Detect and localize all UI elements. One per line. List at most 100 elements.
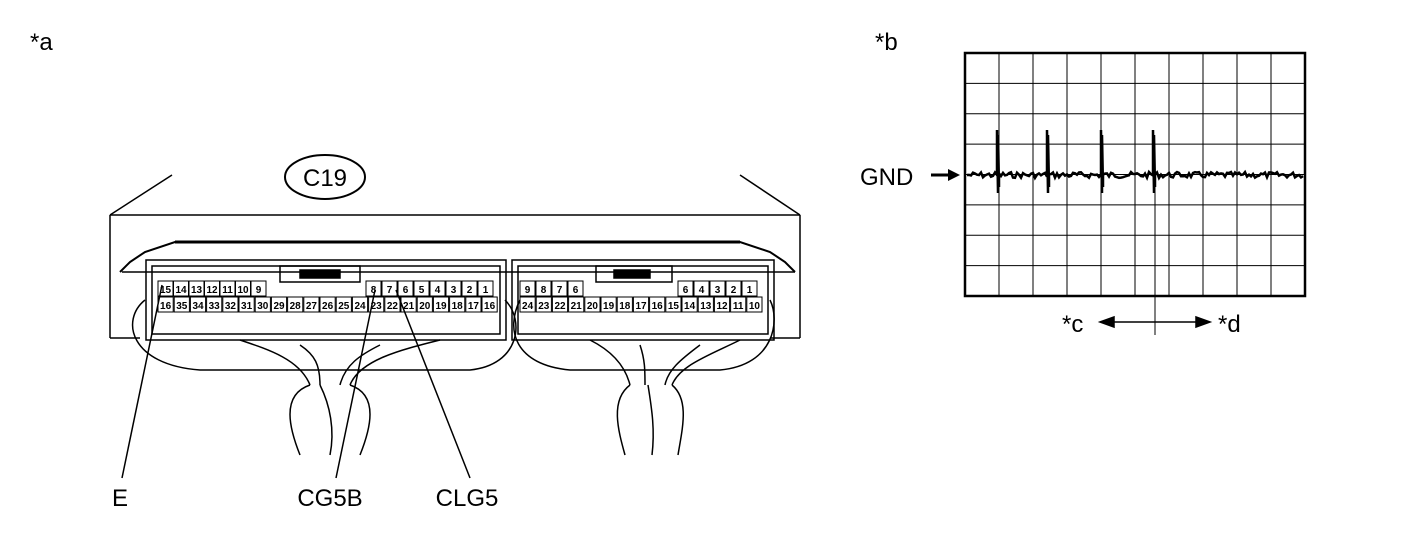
pin-cell xyxy=(384,296,401,313)
pin-number: 29 xyxy=(273,301,285,312)
pin-number: 17 xyxy=(468,301,480,312)
pin-cell xyxy=(535,280,552,297)
pin-number: 16 xyxy=(484,301,496,312)
pin-cell xyxy=(551,280,568,297)
pin-cell xyxy=(713,296,731,313)
pin-cell xyxy=(319,296,336,313)
pin-cell xyxy=(270,296,288,313)
panel-b-tag: *b xyxy=(875,29,898,56)
pin-number: 3 xyxy=(715,285,721,296)
pin-cell xyxy=(649,296,666,313)
pin-cell xyxy=(189,296,207,313)
pin-cell xyxy=(693,280,710,297)
ecu-housing xyxy=(109,174,801,339)
pin-number: 6 xyxy=(683,285,689,296)
pin-cell xyxy=(616,296,633,313)
pin-number: 35 xyxy=(176,301,188,312)
pin-number: 24 xyxy=(354,301,366,312)
pin-number: 31 xyxy=(241,301,253,312)
signal-trace xyxy=(966,129,1304,194)
pin-number: 20 xyxy=(419,301,431,312)
pin-number: 26 xyxy=(322,301,334,312)
pin-number: 24 xyxy=(522,301,534,312)
pin-cell xyxy=(600,296,617,313)
pin-number: 27 xyxy=(306,301,318,312)
gnd-arrow xyxy=(931,169,960,181)
pin-cell xyxy=(206,296,223,313)
pin-number: 25 xyxy=(338,301,350,312)
pin-cell xyxy=(287,296,304,313)
oscilloscope-screen xyxy=(963,51,1307,298)
pin-cell xyxy=(584,296,601,313)
pin-cell xyxy=(481,296,498,313)
pin-cell xyxy=(416,296,433,313)
time-label-left: *c xyxy=(1062,311,1083,338)
pin-number: 6 xyxy=(403,285,409,296)
pin-number: 15 xyxy=(668,301,680,312)
pin-cell xyxy=(730,296,747,313)
pin-number: 18 xyxy=(452,301,464,312)
wire-harness xyxy=(131,299,775,456)
pin-cell xyxy=(477,280,494,297)
pin-cell xyxy=(429,280,446,297)
pin-number: 22 xyxy=(554,301,566,312)
pin-cell xyxy=(746,296,763,313)
pin-cell xyxy=(449,296,466,313)
pin-number: 2 xyxy=(467,285,473,296)
pin-cell xyxy=(681,296,698,313)
pin-cell xyxy=(351,296,369,313)
pin-number: 3 xyxy=(451,285,457,296)
pin-number: 32 xyxy=(225,301,237,312)
pin-number: 23 xyxy=(371,301,383,312)
pin-number: 4 xyxy=(699,285,705,296)
gnd-label: GND xyxy=(860,164,913,191)
pin-cell xyxy=(465,296,482,313)
pin-cell xyxy=(519,296,536,313)
pin-number: 34 xyxy=(192,301,204,312)
pin-cell xyxy=(665,296,682,313)
pin-cell xyxy=(697,296,714,313)
pin-number: 2 xyxy=(731,285,737,296)
callout-lines xyxy=(121,284,471,479)
panel-a-tag: *a xyxy=(30,29,53,56)
pin-number: 22 xyxy=(387,301,399,312)
pin-cell xyxy=(519,280,536,297)
pin-cell xyxy=(335,296,352,313)
pin-number: 8 xyxy=(371,285,377,296)
pin-number: 4 xyxy=(435,285,441,296)
pin-number: 14 xyxy=(175,285,187,296)
pin-cell xyxy=(567,280,584,297)
time-label-right: *d xyxy=(1218,311,1241,338)
callout-e: E xyxy=(112,485,128,512)
pin-cell xyxy=(368,296,385,313)
pin-number: 12 xyxy=(716,301,728,312)
pin-cell xyxy=(250,280,267,297)
pin-number: 12 xyxy=(206,285,218,296)
pin-cell xyxy=(461,280,478,297)
pin-number: 6 xyxy=(573,285,579,296)
connector-id-ellipse xyxy=(284,154,366,200)
pin-number: 10 xyxy=(237,285,249,296)
pin-cell xyxy=(535,296,552,313)
connector-id-label: C19 xyxy=(303,165,347,192)
pin-cell xyxy=(632,296,650,313)
pin-number: 21 xyxy=(403,301,415,312)
pin-number: 23 xyxy=(538,301,550,312)
pin-cell xyxy=(432,296,450,313)
pin-number: 18 xyxy=(619,301,631,312)
pin-number: 9 xyxy=(525,285,531,296)
pin-number: 5 xyxy=(419,285,425,296)
callout-cg5b: CG5B xyxy=(297,485,362,512)
pin-number: 13 xyxy=(700,301,712,312)
pin-cell xyxy=(445,280,462,297)
pin-number: 28 xyxy=(290,301,302,312)
pin-cell xyxy=(397,280,414,297)
connector-header xyxy=(119,240,796,273)
pin-cell xyxy=(222,296,239,313)
pin-number: 1 xyxy=(483,285,489,296)
